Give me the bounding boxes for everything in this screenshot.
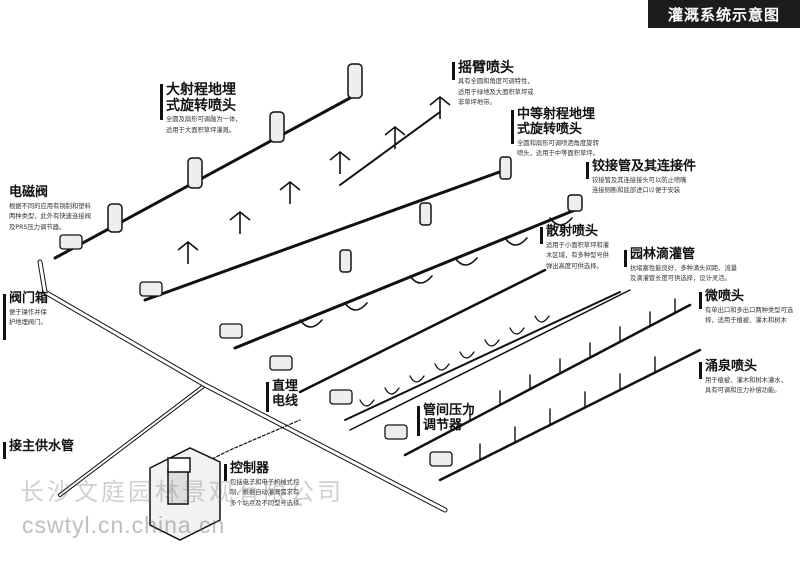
diagram-title: 灌溉系统示意图 [648, 0, 800, 28]
callout-desc: 便于操作并保 [9, 308, 47, 316]
callout-title: 直埋 [272, 379, 299, 394]
callout-desc: 非草坪地带。 [458, 99, 496, 107]
callout-title: 散射喷头 [546, 224, 599, 239]
lateral-drip-a [298, 268, 547, 394]
callout-swing-pipe: 铰接管及其连接件 铰接管及其连接接头可以防止喷嘴 连接侧断和底部进口以便于安装 [586, 159, 727, 196]
callout-desc: 全圆和扇形可调喷洒角度旋转 [517, 139, 599, 147]
lateral-rotor-mid [143, 168, 507, 302]
callout-desc: 抗堵塞性能良好，多种滴头间距、流量 [630, 264, 738, 272]
callout-desc: 铰接管及其连接接头可以防止喷嘴 [592, 176, 687, 184]
callout-desc: 护地埋阀门。 [9, 319, 47, 327]
callout-title: 管间压力 [423, 403, 476, 418]
callout-main-pipe: 接主供水管 [3, 439, 109, 459]
callout-wire: 直埋 电线 [266, 379, 312, 412]
lateral-bubbler [438, 348, 702, 482]
callout-desc: 及PRS压力调节器。 [9, 223, 66, 231]
callout-desc: 弹出高度可供选择。 [546, 262, 603, 270]
callout-title: 电磁阀 [9, 185, 49, 200]
lateral-spray [233, 208, 577, 350]
callout-desc: 根据不同的应用有铜制和塑料 [9, 202, 91, 210]
callout-desc: 具有可调和压力补偿功能。 [705, 387, 781, 395]
watermark-url: cswtyl.cn.china.cn [22, 512, 226, 538]
callout-spray: 散射喷头 适用于小面积草坪和灌 木区域，有多种型号供 弹出高度可供选择。 [540, 224, 636, 271]
callout-desc: 具有全圆和角度可调特性， [458, 78, 534, 86]
callout-desc: 全圆及扇形可调融为一体， [166, 116, 242, 124]
callout-title: 大射程地埋 [166, 82, 236, 98]
drip-line [349, 289, 631, 431]
callout-desc: 制，根据自动灌溉需求有 [230, 489, 300, 497]
callout-title: 电线 [272, 393, 299, 409]
callout-title: 控制器 [230, 461, 270, 476]
callout-rotor-large: 大射程地埋 式旋转喷头 全圆及扇形可调融为一体， 适用于大面积草坪灌溉。 [160, 82, 276, 135]
callout-bubbler: 涌泉喷头 用于植被、灌木和树木灌水， 具有可调和压力补偿功能。 [699, 359, 800, 396]
callout-valve-box: 阀门箱 便于操作并保 护地埋阀门。 [3, 291, 89, 340]
callout-title: 涌泉喷头 [705, 359, 758, 374]
callout-title: 园林滴灌管 [630, 247, 696, 262]
callout-title: 式旋转喷头 [517, 121, 583, 137]
callout-title: 接主供水管 [9, 439, 75, 454]
lateral-micro [403, 303, 692, 457]
callout-desc: 木区域，有多种型号供 [546, 252, 609, 260]
callout-controller: 控制器 包括电子和电子机械式控 制，根据自动灌溉需求有 多个站点及不同型号选择。 [224, 461, 340, 508]
callout-desc: 适用于大面积草坪灌溉。 [166, 126, 236, 134]
callout-title: 式旋转喷头 [166, 98, 236, 115]
callout-desc: 用于植被、灌木和树木灌水， [705, 376, 787, 384]
watermark-company: 长沙文庭园林景观有限公司 [20, 478, 344, 506]
callout-swing-arm: 摇臂喷头 具有全圆和角度可调特性， 适用于绿地及大面积草坪或 非草坪地带。 [452, 60, 578, 108]
callout-solenoid: 电磁阀 根据不同的应用有铜制和塑料 两种类型，此外有快速连接阀 及PRS压力调节… [9, 185, 119, 232]
callout-title: 微喷头 [705, 289, 745, 304]
lateral-drip-b [344, 291, 621, 421]
callout-desc: 包括电子和电子机械式控 [230, 478, 300, 486]
callout-title: 摇臂喷头 [458, 60, 514, 76]
callout-micro: 微喷头 有单出口和多出口两种类型可选 择，适用于植被、灌木和树木 [699, 289, 800, 326]
callout-title: 中等射程地埋 [517, 107, 596, 122]
callout-desc: 择，适用于植被、灌木和树木 [705, 317, 787, 325]
callout-title: 阀门箱 [9, 291, 49, 306]
callout-desc: 有单出口和多出口两种类型可选 [705, 306, 794, 314]
callout-title: 铰接管及其连接件 [592, 159, 697, 174]
callout-desc: 适用于小面积草坪和灌 [546, 241, 609, 249]
callout-desc: 两种类型，此外有快速连接阀 [9, 213, 91, 221]
lateral-swing [339, 111, 441, 186]
callout-title: 调节器 [423, 417, 463, 433]
callout-desc: 多个站点及不同型号选择。 [230, 499, 306, 507]
callout-desc: 连接侧断和底部进口以便于安装 [592, 187, 681, 195]
callout-pressure: 管间压力 调节器 [417, 403, 503, 436]
callout-desc: 适用于绿地及大面积草坪或 [458, 88, 534, 96]
callout-rotor-mid: 中等射程地埋 式旋转喷头 全圆和扇形可调喷洒角度旋转 喷头，适用于中等面积草坪。 [511, 107, 647, 159]
callout-desc: 及滴灌管长度可供选择，设计灵活。 [630, 275, 731, 283]
callout-desc: 喷头，适用于中等面积草坪。 [517, 150, 599, 158]
callout-drip: 园林滴灌管 抗堵塞性能良好，多种滴头间距、流量 及滴灌管长度可供选择，设计灵活。 [624, 247, 780, 284]
controller-box [149, 447, 221, 541]
